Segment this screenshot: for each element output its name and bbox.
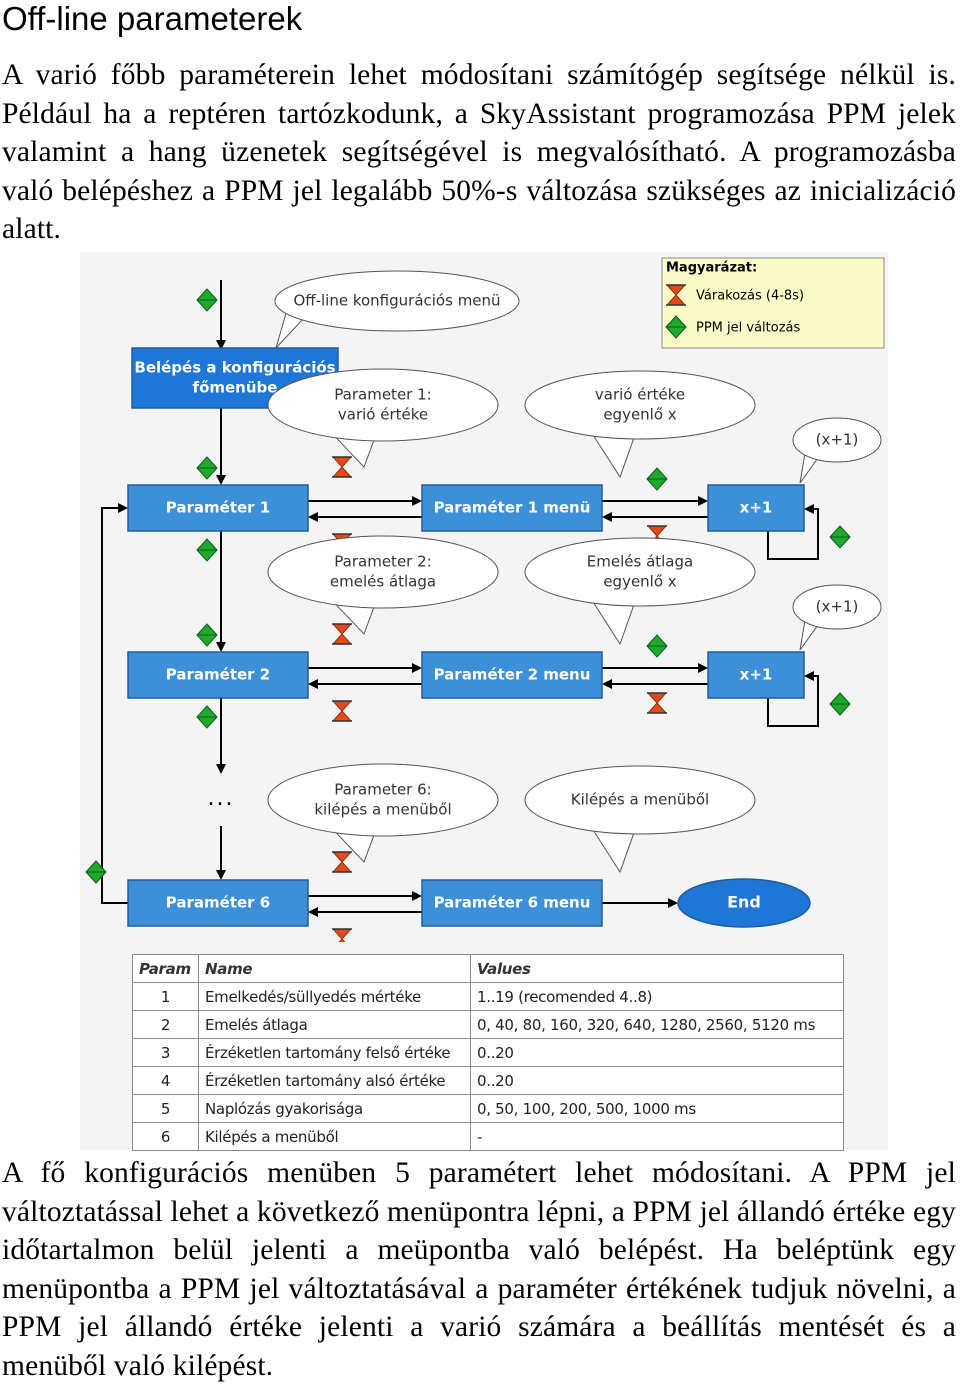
x-plus-one-bubble-fill xyxy=(794,586,880,628)
hourglass-icon-cap xyxy=(332,851,352,873)
connector-line xyxy=(767,504,819,560)
param-bubble-text: kilépés a menüből xyxy=(314,801,451,819)
hourglass-icon xyxy=(331,700,353,722)
loop-back-arrow xyxy=(101,503,128,904)
table-header-cell: Param xyxy=(132,954,199,983)
hourglass-icon-cap xyxy=(332,928,352,930)
x-plus-one-bubble-text: (x+1) xyxy=(816,431,859,449)
intro-paragraph: A varió főbb paraméterein lehet módosíta… xyxy=(2,59,956,246)
table-cell-param: 1 xyxy=(132,982,199,1011)
table-cell-param: 2 xyxy=(132,1010,199,1039)
entry-box-label: főmenübe xyxy=(193,379,278,397)
table-header-cell: Name xyxy=(198,954,471,983)
menu-box-label: Paraméter 2 menu xyxy=(434,666,591,684)
parameter-table: Param Name Values 1 Emelkedés/süllyedés … xyxy=(132,954,844,1151)
menu-box xyxy=(421,484,603,532)
value-bubble-text: Kilépés a menüből xyxy=(571,791,709,809)
connector-line xyxy=(767,671,819,727)
table-row: 5 Naplózás gyakorisága 0, 50, 100, 200, … xyxy=(132,1094,844,1123)
table-row: 1 Emelkedés/süllyedés mértéke 1..19 (rec… xyxy=(132,982,844,1011)
table-row: 6 Kilépés a menüből - xyxy=(132,1122,844,1151)
increment-box xyxy=(707,651,805,699)
hourglass-icon xyxy=(331,928,353,942)
table-cell-name: Érzéketlen tartomány alsó értéke xyxy=(198,1066,471,1095)
table-header-row: Param Name Values xyxy=(132,954,844,983)
increment-box xyxy=(707,484,805,532)
hourglass-icon-cap xyxy=(647,692,667,714)
table-cell-values: 0..20 xyxy=(470,1066,844,1095)
hourglass-icon-cap xyxy=(332,700,352,722)
table-cell-values: 0, 40, 80, 160, 320, 640, 1280, 2560, 51… xyxy=(470,1010,844,1039)
menu-box xyxy=(421,879,603,927)
hourglass-icon-cap xyxy=(666,284,686,306)
offline-menu-bubble-fill xyxy=(276,272,518,330)
param-box xyxy=(127,484,309,532)
table-cell-param: 6 xyxy=(132,1122,199,1151)
increment-box-label: x+1 xyxy=(740,666,773,684)
offline-menu-bubble-text: Off-line konfigurációs menü xyxy=(293,292,500,310)
param-box xyxy=(127,879,309,927)
increment-box-label: x+1 xyxy=(740,499,773,517)
table-header-cell: Values xyxy=(470,954,844,983)
ellipsis: ... xyxy=(208,786,235,811)
menu-box-label: Paraméter 1 menü xyxy=(434,499,591,517)
param-bubble-text: Parameter 6: xyxy=(334,781,431,799)
param-bubble-fill xyxy=(269,537,497,607)
entry-box-label: Belépés a konfigurációs xyxy=(134,359,335,377)
legend-wait-label: Várakozás (4-8s) xyxy=(696,289,804,304)
end-node xyxy=(677,878,811,928)
x-plus-one-bubble-fill xyxy=(794,419,880,461)
param-bubble-fill xyxy=(269,765,497,835)
flowchart-diagram: Magyarázat: Várakozás (4-8s) PPM jel válto… xyxy=(85,257,885,942)
table-cell-name: Naplózás gyakorisága xyxy=(198,1094,471,1123)
hourglass-icon-cap xyxy=(332,456,352,478)
table-cell-param: 3 xyxy=(132,1038,199,1067)
hourglass-icon xyxy=(331,456,353,478)
value-bubble-text: varió értéke xyxy=(595,386,685,404)
param-bubble-fill xyxy=(269,370,497,440)
table-cell-name: Érzéketlen tartomány felső értéke xyxy=(198,1038,471,1067)
hourglass-icon-cap xyxy=(332,623,352,645)
hourglass-icon xyxy=(331,851,353,873)
flowchart-figure: Magyarázat: Várakozás (4-8s) PPM jel válto… xyxy=(80,252,888,1151)
param-box-label: Paraméter 2 xyxy=(166,666,270,684)
end-node-label: End xyxy=(727,893,761,912)
legend-title: Magyarázat: xyxy=(666,261,757,276)
table-cell-values: 0..20 xyxy=(470,1038,844,1067)
page-title: Off-line parameterek xyxy=(2,0,303,37)
param-bubble-text: varió értéke xyxy=(338,406,428,424)
legend-ppm-label: PPM jel változás xyxy=(696,321,800,336)
table-cell-values: 0, 50, 100, 200, 500, 1000 ms xyxy=(470,1094,844,1123)
menu-box xyxy=(421,651,603,699)
table-cell-name: Kilépés a menüből xyxy=(198,1122,471,1151)
x-plus-one-bubble-text: (x+1) xyxy=(816,598,859,616)
value-bubble-fill xyxy=(526,372,754,438)
table-cell-values: - xyxy=(470,1122,844,1151)
table-row: 2 Emelés átlaga 0, 40, 80, 160, 320, 640… xyxy=(132,1010,844,1039)
param-bubble-text: Parameter 2: xyxy=(334,553,431,571)
table-row: 3 Érzéketlen tartomány felső értéke 0..2… xyxy=(132,1038,844,1067)
table-row: 4 Érzéketlen tartomány alsó értéke 0..20 xyxy=(132,1066,844,1095)
outro-paragraph: A fő konfigurációs menüben 5 paramétert … xyxy=(2,1157,956,1382)
hourglass-icon xyxy=(646,692,668,714)
hourglass-icon xyxy=(331,623,353,645)
table-cell-name: Emelés átlaga xyxy=(198,1010,471,1039)
param-box-label: Paraméter 6 xyxy=(166,894,270,912)
param-box-label: Paraméter 1 xyxy=(166,499,270,517)
value-bubble-text: Emelés átlaga xyxy=(587,553,693,571)
param-bubble-text: Parameter 1: xyxy=(334,386,431,404)
value-bubble-text: egyenlő x xyxy=(603,573,676,591)
table-cell-param: 4 xyxy=(132,1066,199,1095)
value-bubble-fill xyxy=(526,539,754,605)
table-cell-param: 5 xyxy=(132,1094,199,1123)
param-box xyxy=(127,651,309,699)
value-bubble-fill xyxy=(526,767,754,833)
legend-box xyxy=(661,257,885,349)
value-bubble-text: egyenlő x xyxy=(603,406,676,424)
menu-box-label: Paraméter 6 menu xyxy=(434,894,591,912)
param-bubble-text: emelés átlaga xyxy=(330,573,436,591)
table-cell-name: Emelkedés/süllyedés mértéke xyxy=(198,982,471,1011)
table-cell-values: 1..19 (recomended 4..8) xyxy=(470,982,844,1011)
